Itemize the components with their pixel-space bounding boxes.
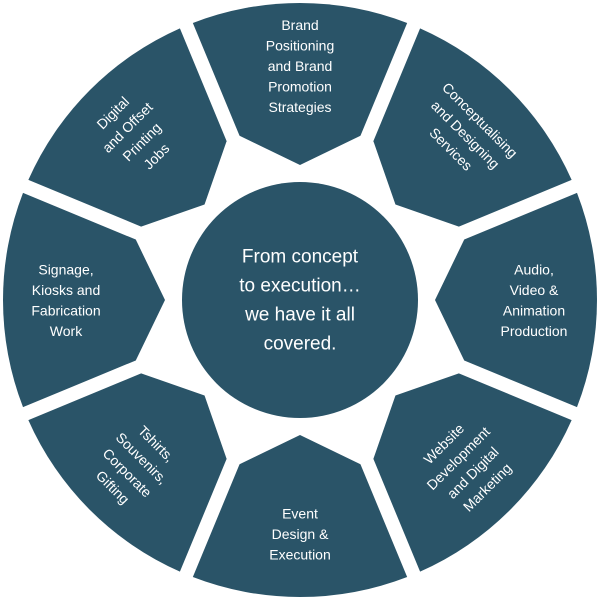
segment-label-line: Design & [272,526,329,542]
segment-label-line: and Brand [268,58,333,74]
segment-label-line: Kiosks and [32,282,100,298]
segment-4 [373,373,572,572]
segment-8 [28,28,227,227]
segment-label-line: Execution [269,547,330,563]
segment-3 [435,192,597,408]
center-text-line: we have it all [244,305,355,326]
segment-label-line: Animation [503,302,565,318]
segment-label-line: Signage, [38,261,93,277]
segment-label-line: Event [282,506,318,522]
segment-label-line: Positioning [266,38,335,54]
segment-label-6: Tshirts,Souvenirs,CorporateGifting [84,415,186,517]
center-text-line: From concept [242,247,359,268]
segment-label-line: Promotion [268,79,332,95]
segment-6 [28,373,227,572]
segment-label-line: Strategies [268,99,331,115]
segment-1 [192,3,408,165]
segment-7 [3,192,165,408]
center-hub [182,182,418,418]
segment-group [3,3,597,597]
segment-label-line: Production [501,323,568,339]
center-text-line: to execution… [239,276,360,297]
segment-2 [373,28,572,227]
segment-label-line: Video & [510,282,559,298]
segment-label-line: Brand [281,17,318,33]
segment-label-line: Work [50,323,83,339]
center-text-line: covered. [264,334,337,355]
center-text: From concept to execution… we have it all c… [239,247,360,355]
segment-label-line: Audio, [514,261,554,277]
segment-5 [192,435,408,597]
segment-label-line: Fabrication [31,302,100,318]
